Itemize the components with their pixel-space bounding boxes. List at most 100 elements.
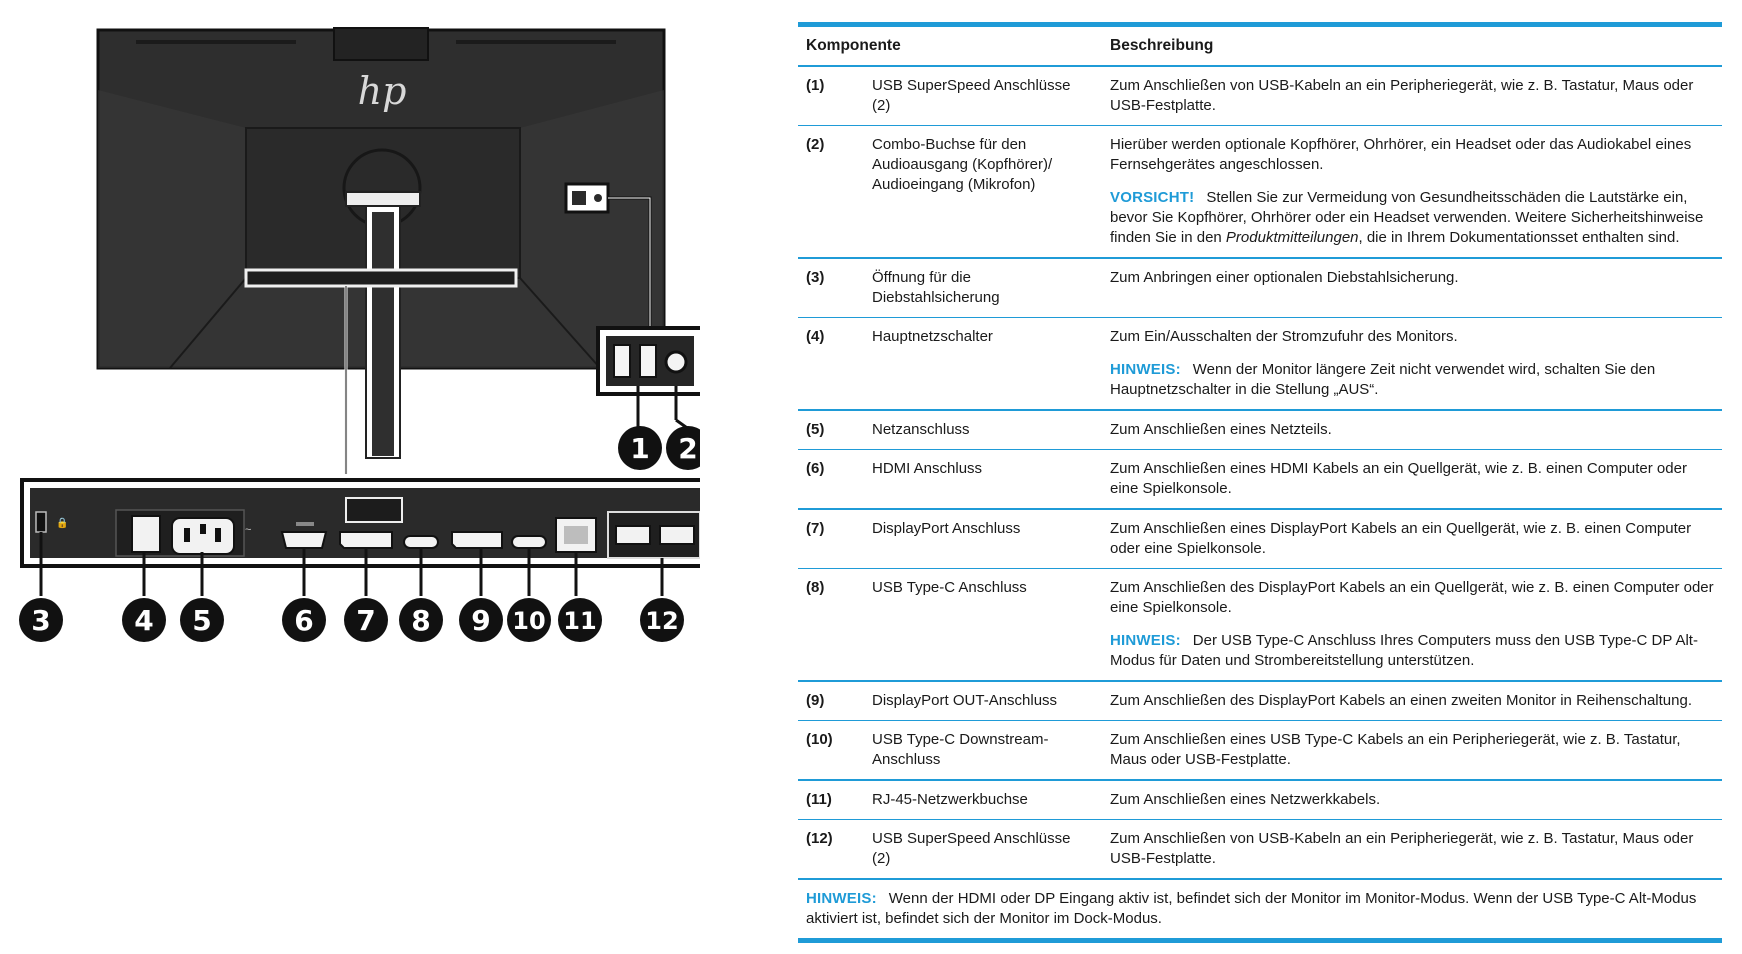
row-description: Zum Anbringen einer optionalen Diebstahl… xyxy=(1110,268,1459,286)
table-row: (2) Combo-Buchse für den Audioausgang (K… xyxy=(798,126,1722,257)
displayport-icon xyxy=(339,531,393,549)
row-number: (6) xyxy=(806,460,825,477)
lock-slot-icon xyxy=(35,511,47,533)
svg-text:6: 6 xyxy=(294,604,313,637)
callout-2: 2 xyxy=(666,426,700,470)
callout-10: 10 xyxy=(507,598,551,642)
component-table: Komponente Beschreibung (1) USB SuperSpe… xyxy=(798,22,1722,943)
callout-3: 3 xyxy=(19,598,63,642)
row-description: Hierüber werden optionale Kopfhörer, Ohr… xyxy=(1102,135,1722,248)
row-number: (3) xyxy=(806,268,825,286)
row-number: (1) xyxy=(806,76,825,94)
table-row: (10) USB Type-C Downstream-Anschluss Zum… xyxy=(798,721,1722,779)
ac-inlet-icon xyxy=(171,517,235,555)
table-row: (11) RJ-45-Netzwerkbuchse Zum Anschließe… xyxy=(798,781,1722,819)
row-number: (2) xyxy=(806,136,825,153)
usb-c-downstream-icon xyxy=(511,535,547,549)
table-row: (5) Netzanschluss Zum Anschließen eines … xyxy=(798,411,1722,449)
callout-5: 5 xyxy=(180,598,224,642)
table-row: (6) HDMI Anschluss Zum Anschließen eines… xyxy=(798,450,1722,508)
row-description: Zum Anschließen eines HDMI Kabels an ein… xyxy=(1110,460,1687,497)
hp-logo: hp xyxy=(358,69,407,113)
table-top-rule xyxy=(798,22,1722,27)
hint-note: HINWEIS:Der USB Type-C Anschluss Ihres C… xyxy=(1110,632,1698,669)
row-description: Zum Anschließen von USB-Kabeln an ein Pe… xyxy=(1110,76,1694,114)
power-switch-icon xyxy=(131,515,161,553)
hdmi-port-icon xyxy=(280,531,328,549)
row-number: (5) xyxy=(806,420,825,438)
monitor-rear-drawing: hp 🔒 xyxy=(19,27,700,642)
row-description: Zum Anschließen eines USB Type-C Kabels … xyxy=(1110,731,1681,768)
svg-text:7: 7 xyxy=(356,604,375,637)
table-header: Komponente Beschreibung xyxy=(798,27,1722,65)
callout-markers: 1 2 3 4 5 6 7 8 9 10 11 12 xyxy=(19,426,700,642)
callout-9: 9 xyxy=(459,598,503,642)
svg-text:1: 1 xyxy=(630,432,649,465)
monitor-back xyxy=(96,27,666,459)
displayport-out-icon xyxy=(451,531,503,549)
row-component: Combo-Buchse für den Audioausgang (Kopfh… xyxy=(872,136,1053,193)
cable-cover-outline xyxy=(244,268,518,288)
table-bottom-rule xyxy=(798,937,1722,943)
table-row: (9) DisplayPort OUT-Anschluss Zum Anschl… xyxy=(798,682,1722,720)
svg-text:3: 3 xyxy=(31,604,50,637)
table-row: (8) USB Type-C Anschluss Zum Anschließen… xyxy=(798,569,1722,680)
callout-6: 6 xyxy=(282,598,326,642)
row-component: Öffnung für die Diebstahlsicherung xyxy=(872,268,1000,306)
monitor-rear-illustration: hp 🔒 xyxy=(0,0,700,954)
svg-text:4: 4 xyxy=(134,604,153,637)
row-number: (4) xyxy=(806,328,825,345)
row-component: RJ-45-Netzwerkbuchse xyxy=(872,790,1028,808)
caution-tag: VORSICHT! xyxy=(1110,189,1195,206)
row-description: Zum Anschließen eines Netzteils. xyxy=(1110,420,1332,438)
row-description: Zum Ein/Ausschalten der Stromzufuhr des … xyxy=(1102,327,1722,400)
row-number: (12) xyxy=(806,830,833,847)
row-component: Netzanschluss xyxy=(872,420,970,438)
bottom-port-panel: 🔒 ~ xyxy=(20,478,700,568)
table-row: (12) USB SuperSpeed Anschlüsse (2) Zum A… xyxy=(798,820,1722,878)
row-number: (7) xyxy=(806,519,825,537)
footnote-tag: HINWEIS: xyxy=(806,889,877,907)
row-component: USB SuperSpeed Anschlüsse (2) xyxy=(872,830,1071,867)
svg-text:~: ~ xyxy=(245,524,251,536)
callout-11: 11 xyxy=(558,598,602,642)
svg-text:11: 11 xyxy=(563,607,596,635)
callout-8: 8 xyxy=(399,598,443,642)
header-component: Komponente xyxy=(806,37,901,54)
callout-12: 12 xyxy=(640,598,684,642)
usb-c-port-icon xyxy=(403,535,439,549)
svg-text:9: 9 xyxy=(471,604,490,637)
row-description: Zum Anschließen eines Netzwerkkabels. xyxy=(1110,790,1381,808)
caution-note: VORSICHT!Stellen Sie zur Vermeidung von … xyxy=(1110,189,1704,246)
row-number: (9) xyxy=(806,691,825,709)
side-ports-detail xyxy=(564,182,700,432)
lock-icon: 🔒 xyxy=(56,517,68,529)
row-component: USB Type-C Anschluss xyxy=(872,579,1027,596)
row-description: Zum Anschließen des DisplayPort Kabels a… xyxy=(1102,578,1722,671)
leader-lines xyxy=(39,532,664,596)
svg-text:2: 2 xyxy=(678,432,697,465)
hint-tag: HINWEIS: xyxy=(1110,632,1181,649)
row-component: DisplayPort Anschluss xyxy=(872,519,1021,537)
callout-4: 4 xyxy=(122,598,166,642)
row-component: HDMI Anschluss xyxy=(872,460,983,477)
row-number: (10) xyxy=(806,731,833,748)
row-description: Zum Anschließen von USB-Kabeln an ein Pe… xyxy=(1110,830,1694,867)
row-component: Hauptnetzschalter xyxy=(872,328,993,345)
hint-note: HINWEIS:Wenn der Monitor längere Zeit ni… xyxy=(1110,361,1656,398)
header-description: Beschreibung xyxy=(1110,37,1214,54)
svg-text:10: 10 xyxy=(512,607,545,635)
table-row: (4) Hauptnetzschalter Zum Ein/Ausschalte… xyxy=(798,318,1722,409)
callout-1: 1 xyxy=(618,426,662,470)
row-number: (8) xyxy=(806,579,825,596)
row-component: DisplayPort OUT-Anschluss xyxy=(872,691,1058,709)
table-footnote: HINWEIS:Wenn der HDMI oder DP Eingang ak… xyxy=(798,880,1722,938)
row-description: Zum Anschließen eines DisplayPort Kabels… xyxy=(1110,519,1692,557)
row-description: Zum Anschließen des DisplayPort Kabels a… xyxy=(1110,691,1692,709)
row-component: USB Type-C Downstream-Anschluss xyxy=(872,731,1049,768)
callout-7: 7 xyxy=(344,598,388,642)
svg-text:5: 5 xyxy=(192,604,211,637)
table-row: (1) USB SuperSpeed Anschlüsse (2) Zum An… xyxy=(798,67,1722,125)
svg-text:8: 8 xyxy=(411,604,430,637)
table-row: (3) Öffnung für die Diebstahlsicherung Z… xyxy=(798,259,1722,317)
